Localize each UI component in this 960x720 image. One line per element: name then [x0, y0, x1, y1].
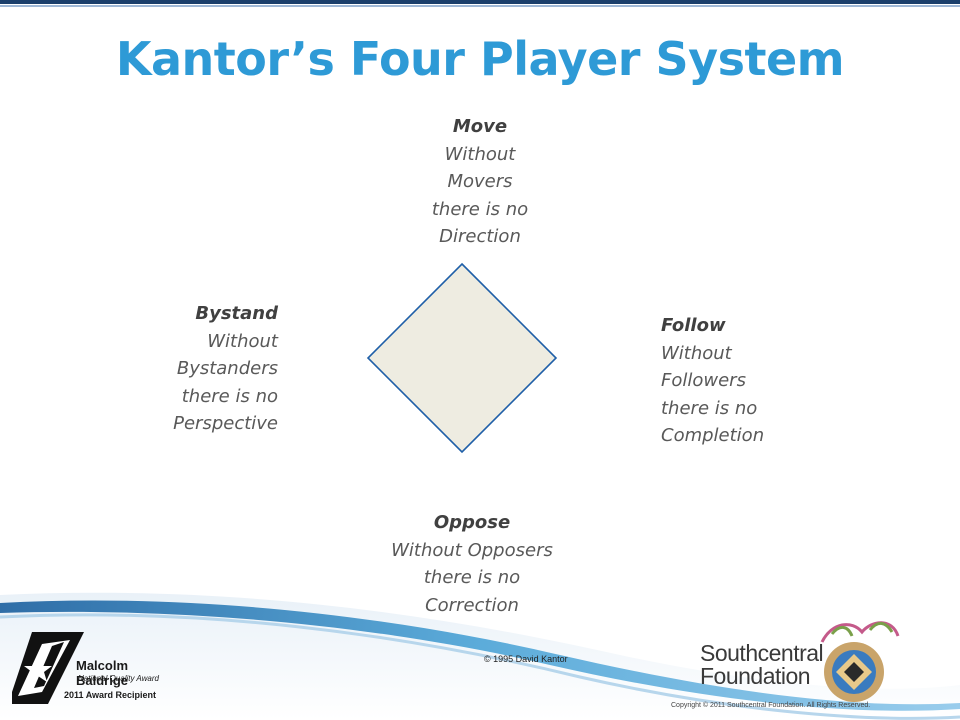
baldrige-name: Malcolm Baldrige	[76, 658, 129, 688]
top-bar	[0, 0, 960, 7]
page-title: Kantor’s Four Player System	[115, 32, 845, 86]
southcentral-foundation-logo: Southcentral Foundation	[700, 640, 824, 689]
role-move-line: Movers	[447, 171, 513, 192]
role-bystand-line: Without	[207, 330, 278, 352]
role-follow-head: Follow	[661, 315, 726, 336]
role-oppose: Oppose Without Opposers there is no Corr…	[340, 509, 604, 619]
role-move-head: Move	[452, 116, 508, 137]
kantor-credit: © 1995 David Kantor	[484, 654, 568, 664]
basket-emblem-icon	[820, 621, 900, 702]
role-follow: Follow Without Followers there is no Com…	[661, 312, 861, 450]
role-follow-line: Without	[661, 342, 732, 364]
four-player-diamond	[366, 262, 558, 454]
footer-swoosh	[0, 592, 960, 720]
role-move-line: Without	[444, 143, 516, 165]
role-oppose-line: there is no	[423, 567, 521, 588]
role-follow-line: Followers	[661, 370, 746, 391]
baldrige-logo: Malcolm Baldrige National Quality Award …	[12, 626, 182, 706]
role-follow-line: there is no	[661, 397, 758, 419]
role-follow-line: Completion	[661, 425, 765, 446]
role-move: Move Without Movers there is no Directio…	[380, 113, 580, 251]
copyright-notice: Copyright © 2011 Southcentral Foundation…	[671, 702, 871, 709]
role-bystand: Bystand Without Bystanders there is no P…	[100, 300, 278, 438]
role-oppose-line: Correction	[425, 594, 519, 616]
org-name-line2: Foundation	[700, 663, 811, 689]
role-bystand-head: Bystand	[195, 303, 278, 324]
role-bystand-line: Bystanders	[176, 358, 278, 379]
org-name-line1: Southcentral	[700, 640, 824, 666]
role-move-line: there is no	[431, 198, 529, 220]
baldrige-award: 2011 Award Recipient	[64, 690, 157, 700]
role-move-line: Direction	[439, 226, 521, 247]
role-bystand-line: there is no	[181, 385, 278, 407]
role-oppose-line: Without Opposers	[391, 539, 553, 561]
baldrige-subtitle: National Quality Award	[78, 674, 159, 683]
diamond-shape	[366, 262, 558, 454]
role-oppose-head: Oppose	[433, 512, 511, 533]
role-bystand-line: Perspective	[173, 413, 278, 434]
baldrige-star-icon	[12, 632, 84, 704]
